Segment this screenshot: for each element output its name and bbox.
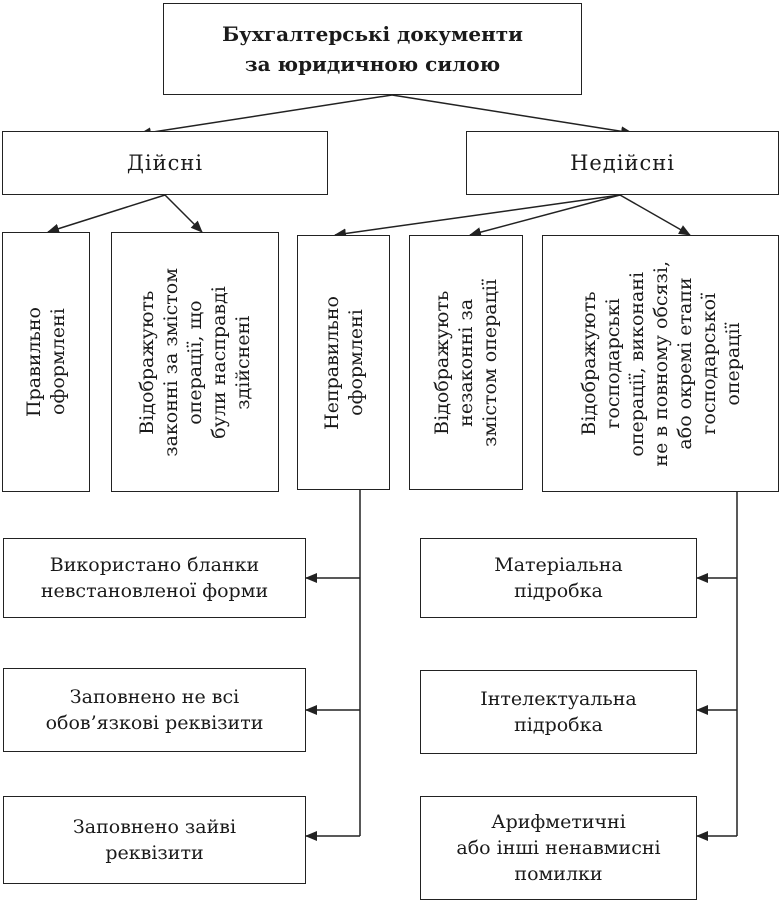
invalid-box: Недійсні <box>466 131 779 195</box>
legal-operations-line-2: законні за змістом <box>160 267 182 457</box>
illegal-operations-box: Відображують незаконні за змістом операц… <box>409 235 523 490</box>
legal-operations-line-5: здійснені <box>232 314 254 410</box>
missing-requisites-box: Заповнено не всі обов’язкові реквізити <box>3 668 306 752</box>
arrow-valid-to-correct <box>47 194 166 234</box>
arithmetic-errors-box: Арифметичні або інші ненавмисні помилки <box>420 796 697 900</box>
arithmetic-errors-line-1: Арифметичні <box>491 811 626 833</box>
arrow-valid-to-legal <box>164 194 203 233</box>
partial-operations-box: Відображують господарські операції, вико… <box>542 235 779 492</box>
arithmetic-errors-line-2: або інші ненавмисні <box>456 837 661 859</box>
illegal-operations-line-2: незаконні за <box>455 298 477 427</box>
correctly-formatted-line-2: оформлені <box>47 308 69 416</box>
missing-requisites-line-2: обов’язкові реквізити <box>45 712 264 734</box>
extra-requisites-line-2: реквізити <box>105 842 204 864</box>
unapproved-forms-line-2: невстановленої форми <box>40 580 269 602</box>
extra-requisites-box: Заповнено зайві реквізити <box>3 796 306 884</box>
arrow-root-to-valid <box>139 94 393 138</box>
arrow-root-to-invalid <box>391 94 633 137</box>
illegal-operations-line-1: Відображують <box>431 290 453 435</box>
root-box: Бухгалтерські документи за юридичною сил… <box>163 3 582 95</box>
incorrectly-formatted-box: Неправильно оформлені <box>297 235 390 490</box>
legal-operations-line-1: Відображують <box>136 289 158 435</box>
arrow-invalid-to-partial <box>619 194 691 236</box>
material-forgery-line-1: Матеріальна <box>494 554 623 576</box>
unapproved-forms-line-1: Використано бланки <box>49 554 260 576</box>
illegal-operations-line-3: змістом операції <box>479 278 501 447</box>
partial-operations-line-4: не в повному обсязі, <box>649 260 672 467</box>
valid-box: Дійсні <box>2 131 328 195</box>
arrow-invalid-to-incorrect <box>334 194 621 239</box>
intellectual-forgery-line-1: Інтелектуальна <box>480 688 637 710</box>
intellectual-forgery-box: Інтелектуальна підробка <box>420 670 697 754</box>
extra-requisites-line-1: Заповнено зайві <box>72 816 237 838</box>
correctly-formatted-line-1: Правильно <box>23 307 45 417</box>
material-forgery-line-2: підробка <box>514 580 603 602</box>
legal-operations-box: Відображують законні за змістом операції… <box>111 232 279 492</box>
incorrectly-formatted-line-1: Неправильно <box>320 295 343 430</box>
material-forgery-box: Матеріальна підробка <box>420 538 697 618</box>
unapproved-forms-box: Використано бланки невстановленої форми <box>3 538 306 618</box>
legal-operations-line-3: операції, що <box>184 299 206 425</box>
valid-label: Дійсні <box>126 151 204 175</box>
intellectual-forgery-line-2: підробка <box>514 714 603 736</box>
partial-operations-line-7: операції <box>721 321 744 406</box>
missing-requisites-line-1: Заповнено не всі <box>69 686 240 708</box>
partial-operations-line-1: Відображують <box>577 291 600 436</box>
partial-operations-line-6: господарської <box>697 292 720 435</box>
partial-operations-line-3: операції, виконані <box>625 271 648 456</box>
arrow-invalid-to-illegal <box>469 194 621 237</box>
correctly-formatted-box: Правильно оформлені <box>2 232 90 492</box>
root-line-1: Бухгалтерські документи <box>222 22 523 46</box>
arithmetic-errors-line-3: помилки <box>514 863 603 885</box>
legal-operations-line-4: були насправді <box>208 285 230 439</box>
root-line-2: за юридичною силою <box>244 52 501 76</box>
invalid-label: Недійсні <box>570 151 675 175</box>
incorrectly-formatted-line-2: оформлені <box>344 309 367 416</box>
partial-operations-line-5: або окремі етапи <box>673 277 696 450</box>
partial-operations-line-2: господарські <box>601 298 624 429</box>
